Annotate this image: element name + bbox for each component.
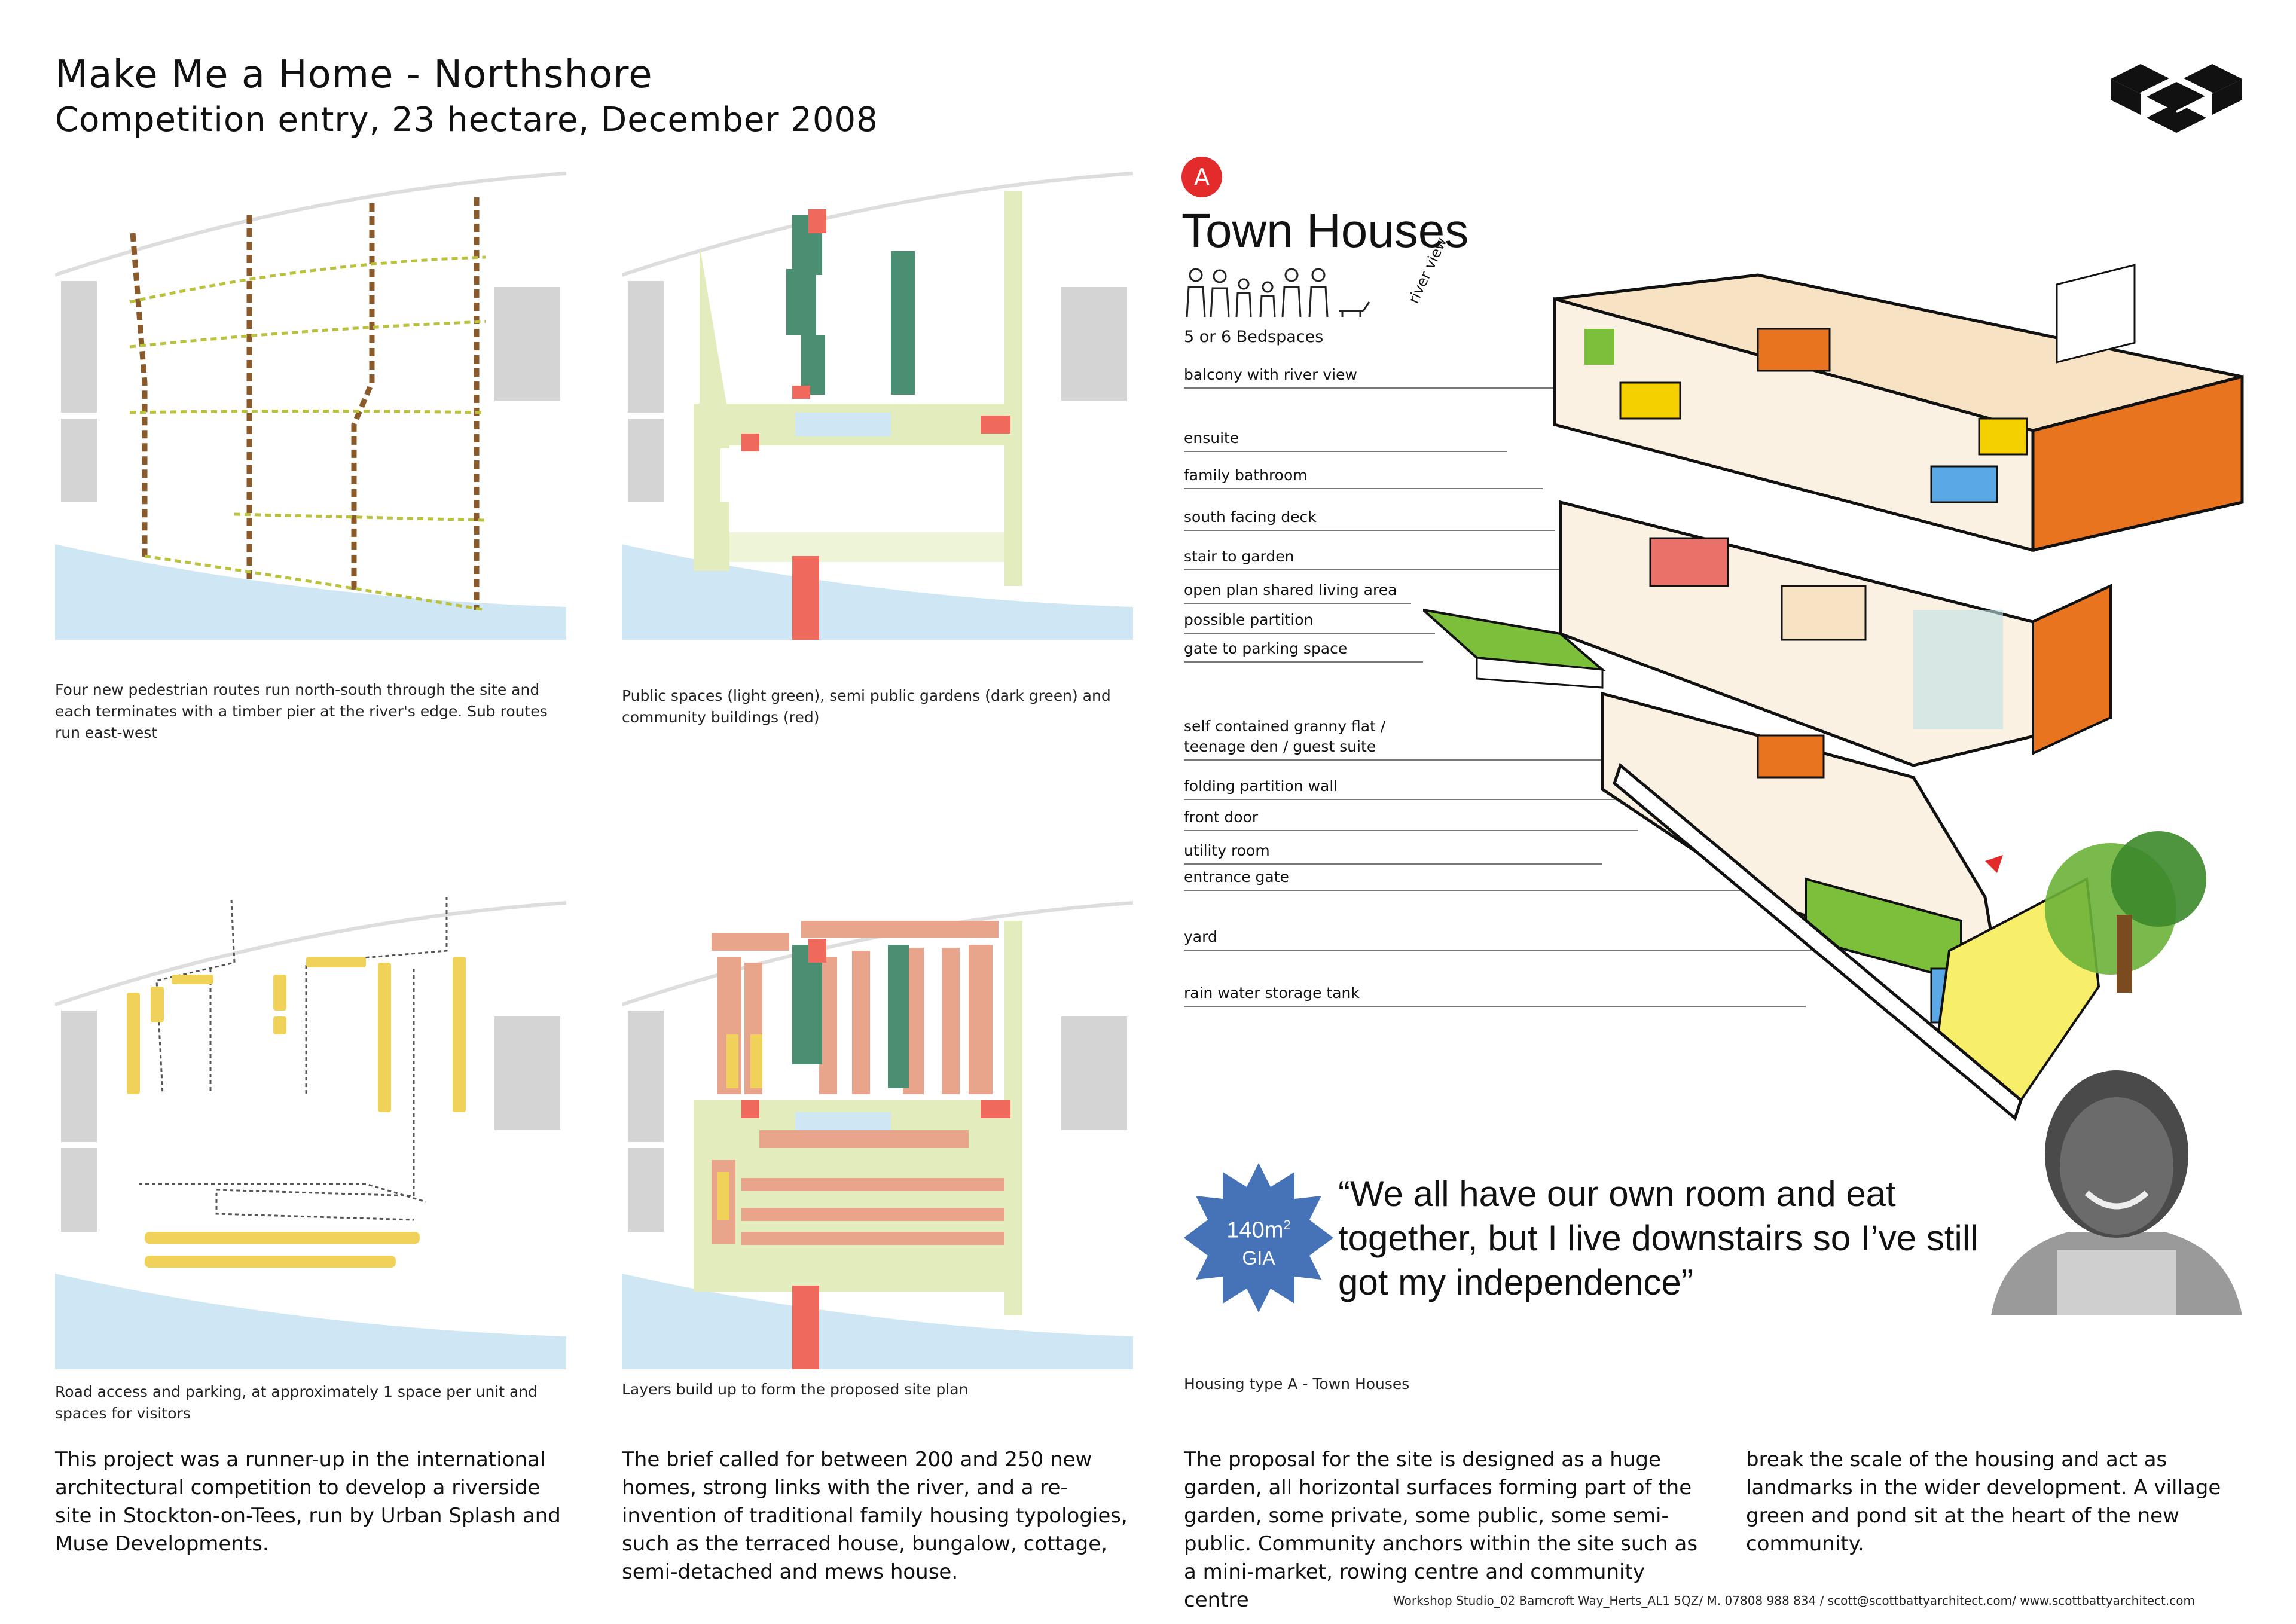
leader-line xyxy=(1184,799,1650,800)
leader-line xyxy=(1184,451,1507,452)
leader-line xyxy=(1184,830,1638,831)
label-south-deck: south facing deck xyxy=(1184,508,1317,526)
townhouse-axonometric xyxy=(1423,264,2244,1121)
gia-starburst-icon xyxy=(1184,1163,1333,1312)
leader-line xyxy=(1184,863,1602,865)
label-possible-partition: possible partition xyxy=(1184,611,1314,628)
label-teenage-den: teenage den / guest suite xyxy=(1184,738,1376,755)
label-ensuite: ensuite xyxy=(1184,429,1239,447)
label-rain-tank: rain water storage tank xyxy=(1184,984,1360,1002)
label-entrance-gate: entrance gate xyxy=(1184,868,1289,886)
townhouses-title: Town Houses xyxy=(1181,204,1469,257)
resident-portrait xyxy=(1991,1070,2242,1315)
layered-site-plan xyxy=(622,897,1133,1369)
leader-line xyxy=(1184,603,1411,604)
leader-line xyxy=(1184,1006,1806,1007)
contact-footer: Workshop Studio_02 Barncroft Way_Herts_A… xyxy=(1393,1594,2195,1608)
leader-line xyxy=(1184,759,1602,761)
river xyxy=(55,544,566,640)
routes-plan xyxy=(55,167,566,640)
housing-type-badge: A xyxy=(1181,157,1222,197)
gia-area-value: 140m xyxy=(1226,1217,1284,1243)
landmarks-paragraph: break the scale of the housing and act a… xyxy=(1746,1448,2221,1556)
gia-area-sup: 2 xyxy=(1283,1217,1291,1232)
label-family-bathroom: family bathroom xyxy=(1184,466,1308,484)
family-figures-icon xyxy=(1186,268,1370,318)
resident-quote: “We all have our own room and eat togeth… xyxy=(1338,1174,1979,1302)
leader-line xyxy=(1184,950,1818,951)
page-title: Make Me a Home - Northshore xyxy=(55,53,653,97)
page-subtitle: Competition entry, 23 hectare, December … xyxy=(55,100,878,139)
brief-paragraph: The brief called for between 200 and 250… xyxy=(622,1448,1128,1584)
gia-area-text: 140m2 xyxy=(1181,1217,1336,1244)
layers-caption: Layers build up to form the proposed sit… xyxy=(622,1381,969,1398)
label-granny-flat: self contained granny flat / xyxy=(1184,718,1386,735)
gia-unit: GIA xyxy=(1242,1247,1275,1269)
label-folding-wall: folding partition wall xyxy=(1184,777,1338,795)
leader-line xyxy=(1184,569,1567,570)
label-gate-parking: gate to parking space xyxy=(1184,640,1348,657)
leader-line xyxy=(1184,488,1543,489)
roads-caption: Road access and parking, at approximatel… xyxy=(55,1383,538,1422)
studio-logo-icon xyxy=(2111,64,2242,133)
label-stair-garden: stair to garden xyxy=(1184,548,1294,565)
leader-line xyxy=(1184,530,1555,531)
proposal-paragraph: The proposal for the site is designed as… xyxy=(1184,1448,1698,1612)
label-utility-room: utility room xyxy=(1184,842,1270,859)
housing-type-caption: Housing type A - Town Houses xyxy=(1184,1375,1410,1393)
leader-line xyxy=(1184,890,1961,891)
intro-paragraph: This project was a runner-up in the inte… xyxy=(55,1448,561,1556)
label-balcony: balcony with river view xyxy=(1184,366,1357,383)
bedspaces-label: 5 or 6 Bedspaces xyxy=(1184,328,1324,346)
leader-line xyxy=(1184,633,1435,634)
label-open-plan: open plan shared living area xyxy=(1184,581,1397,599)
road-access-plan xyxy=(55,897,566,1369)
label-front-door: front door xyxy=(1184,808,1259,826)
leader-line xyxy=(1184,661,1423,663)
spaces-caption: Public spaces (light green), semi public… xyxy=(622,687,1111,726)
label-yard: yard xyxy=(1184,928,1217,945)
routes-caption: Four new pedestrian routes run north-sou… xyxy=(55,681,548,741)
public-spaces-plan xyxy=(622,167,1133,640)
